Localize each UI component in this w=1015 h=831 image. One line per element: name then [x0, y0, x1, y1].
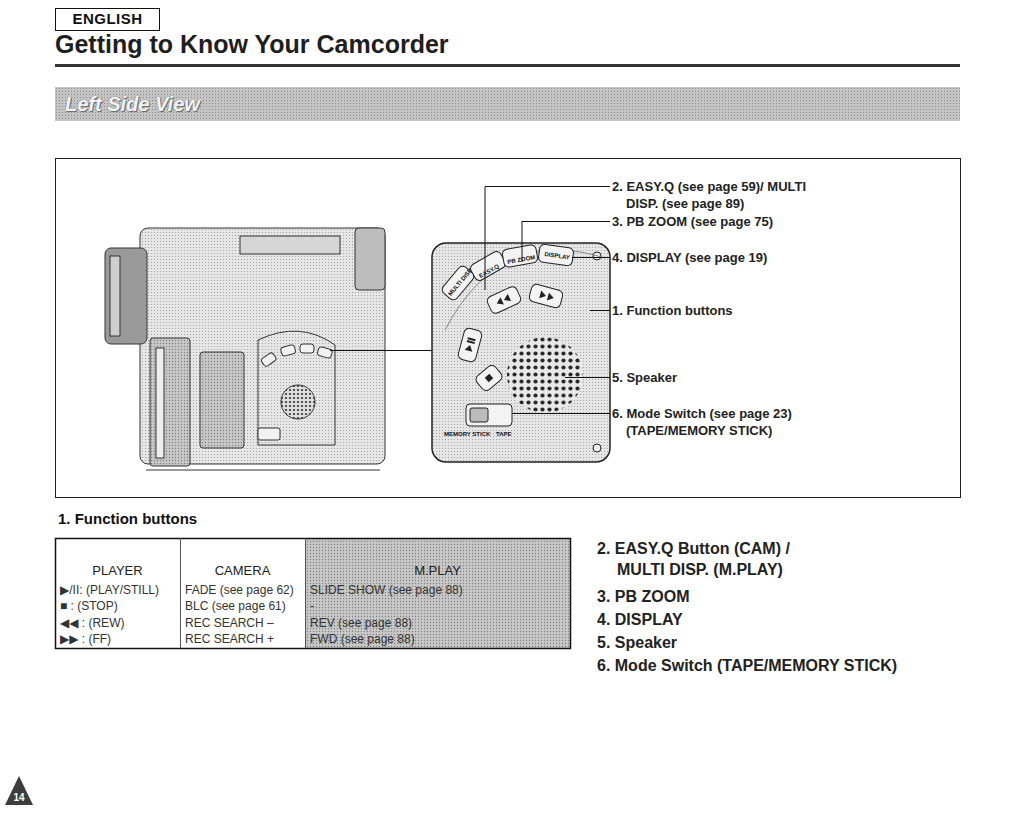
table-cell: FWD (see page 88): [307, 631, 415, 647]
list-item: 4. DISPLAY: [597, 609, 683, 630]
node-text: 14: [4, 792, 34, 803]
table-cell: REC SEARCH –: [182, 615, 274, 631]
list-item: 2. EASY.Q Button (CAM) / MULTI DISP. (M.…: [597, 538, 837, 580]
list-item: 6. Mode Switch (TAPE/MEMORY STICK): [597, 655, 897, 676]
language-tag: ENGLISH: [55, 8, 160, 31]
node-text: Left Side View: [65, 93, 200, 115]
table-cell: ◀◀ : (REW): [57, 615, 124, 631]
table-cell: REV (see page 88): [307, 615, 412, 631]
leader-lines: [330, 187, 610, 414]
table-cell: SLIDE SHOW (see page 88): [307, 582, 463, 598]
heading-rule: [55, 64, 960, 67]
section-band: Left Side View: [55, 87, 960, 121]
table-header: M.PLAY: [305, 563, 570, 578]
page-number-triangle: 14: [4, 775, 34, 806]
table-cell: ▶▶ : (FF): [57, 631, 111, 647]
list-item: 3. PB ZOOM: [597, 586, 689, 607]
callout-text: 4. DISPLAY (see page 19): [612, 249, 767, 266]
table-cell: REC SEARCH +: [182, 631, 274, 647]
table-cell: FADE (see page 62): [182, 582, 294, 598]
callout-text: 2. EASY.Q (see page 59)/ MULTI DISP. (se…: [612, 178, 817, 212]
callout-text: 5. Speaker: [612, 369, 677, 386]
table-cell: BLC (see page 61): [182, 598, 286, 614]
table-cell: ■ : (STOP): [57, 598, 118, 614]
table-heading: 1. Function buttons: [58, 510, 197, 527]
callout-text: 3. PB ZOOM (see page 75): [612, 213, 773, 230]
page-title: Getting to Know Your Camcorder: [55, 30, 449, 59]
control-panel-closeup: [432, 243, 610, 462]
table-cell: ▶/II: (PLAY/STILL): [57, 582, 159, 598]
switch-label: MEMORY STICK: [444, 431, 490, 438]
table-header: CAMERA: [180, 563, 305, 578]
node-text: ENGLISH: [72, 10, 142, 27]
table-cell: -: [307, 598, 314, 614]
camcorder-illustration: [105, 228, 385, 470]
function-table-grid: [56, 538, 571, 649]
callout-text: 6. Mode Switch (see page 23) (TAPE/MEMOR…: [612, 405, 817, 439]
table-header: PLAYER: [55, 563, 180, 578]
switch-label: TAPE: [496, 431, 512, 438]
callout-text: 1. Function buttons: [612, 302, 733, 319]
figure-frame: [56, 159, 961, 498]
list-item: 5. Speaker: [597, 632, 677, 653]
